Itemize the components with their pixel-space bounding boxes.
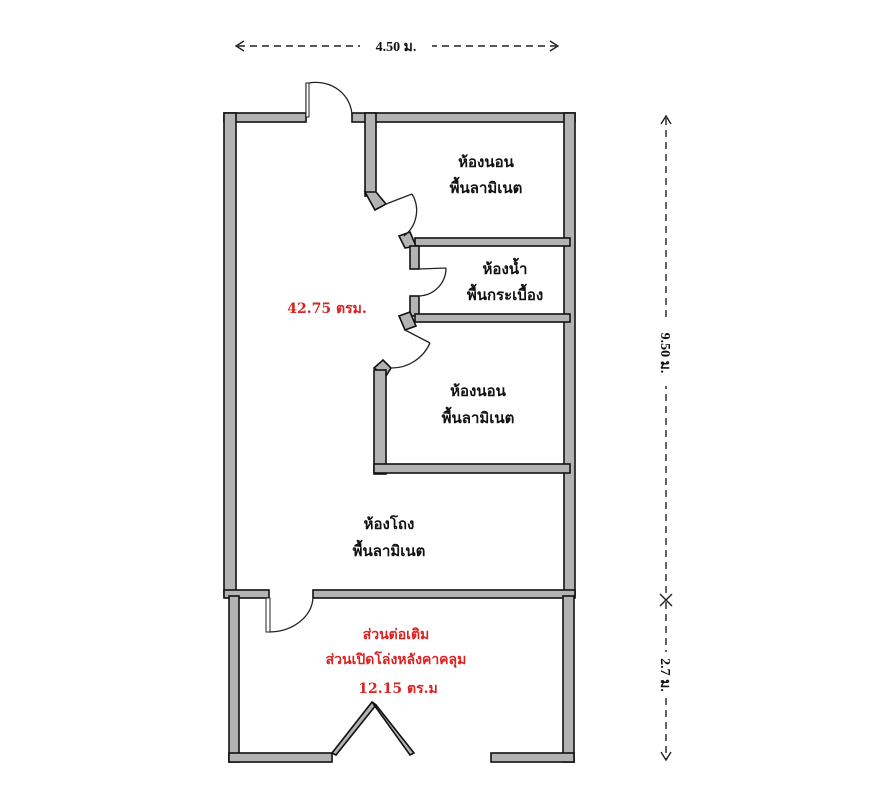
area-labels: 42.75 ตรม. ส่วนต่อเติม ส่วนเปิดโล่งหลังค… [287,301,466,697]
interior-walls [363,112,571,475]
bathroom-name: ห้องน้ำ [483,257,528,278]
bedroom-1-door [385,193,418,237]
bathroom-floor: พื้นกระเบื้อง [467,283,543,304]
width-dimension: 4.50 ม. [234,37,560,55]
rear-folding-door [330,700,416,757]
doors [265,81,447,757]
width-dimension-label: 4.50 ม. [376,40,417,55]
bedroom-1-floor: พื้นลามิเนต [450,176,523,197]
living-hall-floor: พื้นลามิเนต [353,539,426,560]
extension-height-dimension-label: 2.7 ม. [657,658,672,692]
outer-walls [223,112,576,763]
entry-door [305,81,353,118]
main-height-dimension-label: 9.50 ม. [657,333,672,374]
living-hall-name: ห้องโถง [364,514,415,533]
main-area-label: 42.75 ตรม. [287,301,366,317]
height-dimension: 9.50 ม. 2.7 ม. [657,114,674,762]
bedroom-1-name: ห้องนอน [458,153,514,171]
extension-title: ส่วนต่อเติม [363,627,430,643]
bedroom-2-name: ห้องนอน [450,382,506,400]
bathroom-door [418,267,447,297]
extension-area-label: 12.15 ตร.ม [358,681,437,697]
bedroom-2-door [390,329,431,369]
room-labels: ห้องนอน พื้นลามิเนต ห้องน้ำ พื้นกระเบื้อ… [353,153,544,560]
extension-door [265,597,314,633]
bedroom-2-floor: พื้นลามิเนต [442,406,515,427]
extension-subtitle: ส่วนเปิดโล่งหลังคาคลุม [326,650,467,668]
